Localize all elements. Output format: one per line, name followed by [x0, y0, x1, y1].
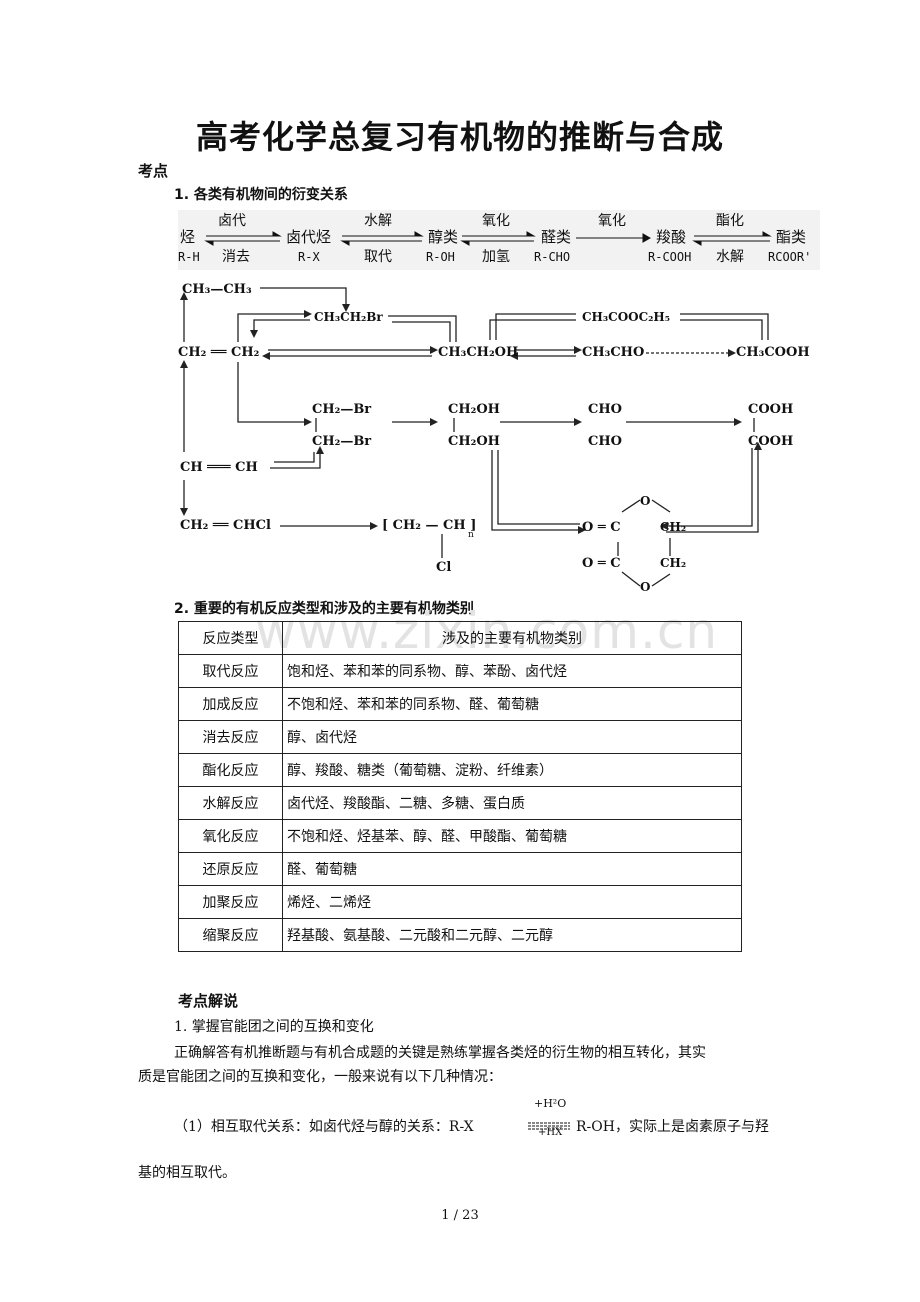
table-cell-type: 还原反应	[178, 852, 283, 886]
formula-glycol-bottom: CH₂OH	[448, 434, 500, 449]
chain-node-formula: R-X	[298, 250, 320, 264]
table-cell-type: 酯化反应	[178, 753, 283, 787]
ring-carbonyl-bottom: O ═ C	[582, 556, 621, 571]
table-row: 取代反应 饱和烃、苯和苯的同系物、醇、苯酚、卤代烃	[178, 654, 742, 688]
chain-link-bottom: 水解	[716, 249, 744, 265]
chain-node-name: 烃	[180, 228, 196, 246]
ring-oxygen-top: O	[640, 494, 651, 508]
formula-dibromo-top: CH₂—Br	[312, 402, 372, 417]
table-row: 加聚反应 烯烃、二烯烃	[178, 885, 742, 919]
chain-link-top: 水解	[364, 213, 392, 229]
table-cell-classes: 醇、卤代烃	[282, 720, 742, 754]
table-row: 水解反应 卤代烃、羧酸酯、二糖、多糖、蛋白质	[178, 786, 742, 820]
table-cell-type: 加成反应	[178, 687, 283, 721]
chain-link-bottom: 消去	[222, 249, 250, 265]
formula-acetic-acid: CH₃COOH	[736, 345, 810, 360]
equilibrium-reagent-above: +H²O	[534, 1097, 567, 1110]
table-cell-classes: 醛、葡萄糖	[282, 852, 742, 886]
item-1-heading: 1. 掌握官能团之间的互换和变化	[174, 1019, 374, 1035]
table-cell-type: 消去反应	[178, 720, 283, 754]
chain-node-formula: R-OH	[426, 250, 455, 264]
ring-ch2-top: CH₂	[660, 520, 687, 534]
formula-acetylene: CH ═══ CH	[180, 460, 258, 475]
table-cell-type: 取代反应	[178, 654, 283, 688]
table-cell-classes: 醇、羧酸、糖类（葡萄糖、淀粉、纤维素）	[282, 753, 742, 787]
formula-dibromo-bottom: CH₂—Br	[312, 434, 372, 449]
chain-link-top: 酯化	[716, 213, 744, 229]
table-cell-type: 缩聚反应	[178, 918, 283, 952]
formula-ethyl-acetate: CH₃COOC₂H₅	[582, 310, 671, 324]
table-cell-classes: 不饱和烃、烃基苯、醇、醛、甲酸酯、葡萄糖	[282, 819, 742, 853]
section-heading-jiedu: 考点解说	[178, 992, 239, 1010]
table-row: 消去反应 醇、卤代烃	[178, 720, 742, 754]
formula-vinyl-chloride: CH₂ ══ CHCl	[180, 518, 271, 533]
table-cell-classes: 烯烃、二烯烃	[282, 885, 742, 919]
equilibrium-arrow-icon	[528, 1116, 570, 1130]
reaction-arrows	[180, 287, 769, 587]
formula-glyoxal-top: CHO	[588, 402, 622, 417]
subheading-derivation: 1. 各类有机物间的衍变关系	[174, 187, 348, 203]
formula-oxalic-top: COOH	[748, 402, 794, 417]
table-cell-classes: 羟基酸、氨基酸、二元酸和二元醇、二元醇	[282, 918, 742, 952]
paragraph-line: 正确解答有机推断题与有机合成题的关键是熟练掌握各类烃的衍生物的相互转化，其实	[174, 1045, 706, 1061]
formula-glycol-top: CH₂OH	[448, 402, 500, 417]
chain-node-name: 羧酸	[656, 228, 687, 246]
ring-carbonyl-top: O ═ C	[582, 520, 621, 535]
formula-ethanol: CH₃CH₂OH	[438, 345, 519, 360]
section-heading-kaodian: 考点	[138, 162, 169, 180]
chain-node-formula: R-H	[178, 250, 200, 264]
chain-node-formula: RCOOR'	[768, 250, 812, 264]
formula-ethylene: CH₂ ══ CH₂	[178, 345, 260, 360]
chain-node-formula: R-CHO	[534, 250, 571, 264]
formula-bromoethane: CH₃CH₂Br	[314, 310, 383, 324]
table-row: 酯化反应 醇、羧酸、糖类（葡萄糖、淀粉、纤维素）	[178, 753, 742, 787]
table-header-row: 反应类型 涉及的主要有机物类别	[178, 621, 742, 655]
table-row: 还原反应 醛、葡萄糖	[178, 852, 742, 886]
paragraph-substitution-suffix: R-OH，实际上是卤素原子与羟	[576, 1119, 769, 1135]
table-cell-type: 加聚反应	[178, 885, 283, 919]
reaction-type-table: 反应类型 涉及的主要有机物类别 取代反应 饱和烃、苯和苯的同系物、醇、苯酚、卤代…	[178, 621, 742, 952]
subheading-reaction-types: 2. 重要的有机反应类型和涉及的主要有机物类别	[174, 601, 474, 617]
chain-node-name: 酯类	[776, 228, 807, 246]
table-cell-classes: 卤代烃、羧酸酯、二糖、多糖、蛋白质	[282, 786, 742, 820]
table-cell-classes: 饱和烃、苯和苯的同系物、醇、苯酚、卤代烃	[282, 654, 742, 688]
table-header-cell: 涉及的主要有机物类别	[282, 621, 742, 655]
chain-link-bottom: 取代	[364, 249, 392, 265]
table-cell-type: 氧化反应	[178, 819, 283, 853]
equilibrium-reagent-below: +HX	[538, 1127, 563, 1138]
table-row: 加成反应 不饱和烃、苯和苯的同系物、醛、葡萄糖	[178, 687, 742, 721]
ring-ch2-bottom: CH₂	[660, 556, 687, 570]
formula-pvc-cl: Cl	[436, 560, 452, 575]
chain-arrows	[204, 231, 772, 246]
page-title: 高考化学总复习有机物的推断与合成	[195, 118, 724, 156]
formula-pvc-n: n	[468, 530, 474, 540]
paragraph-line: 基的相互取代。	[138, 1165, 236, 1181]
formula-glyoxal-bottom: CHO	[588, 434, 622, 449]
chain-link-top: 氧化	[598, 213, 626, 229]
table-cell-classes: 不饱和烃、苯和苯的同系物、醛、葡萄糖	[282, 687, 742, 721]
chain-link-top: 卤代	[218, 213, 246, 229]
formula-oxalic-bottom: COOH	[748, 434, 794, 449]
chain-node-name: 卤代烃	[286, 228, 332, 246]
reaction-network: CH₃—CH₃ CH₃CH₂Br CH₃COOC₂H₅ CH₂ ══ CH₂ C…	[170, 272, 820, 598]
paragraph-line: 质是官能团之间的互换和变化，一般来说有以下几种情况：	[138, 1069, 502, 1085]
chain-link-top: 氧化	[482, 213, 510, 229]
formula-acetaldehyde: CH₃CHO	[582, 345, 645, 360]
page-number: 1 / 23	[441, 1208, 479, 1223]
formula-pvc: [ CH₂ — CH ]	[382, 518, 477, 533]
table-header-cell: 反应类型	[178, 621, 283, 655]
chain-link-bottom: 加氢	[482, 249, 510, 265]
table-row: 氧化反应 不饱和烃、烃基苯、醇、醛、甲酸酯、葡萄糖	[178, 819, 742, 853]
table-row: 缩聚反应 羟基酸、氨基酸、二元酸和二元醇、二元醇	[178, 918, 742, 952]
chain-node-formula: R-COOH	[648, 250, 692, 264]
formula-ethane: CH₃—CH₃	[182, 282, 252, 297]
derivation-chain: 烃 R-H 卤代 消去 卤代烃 R-X 水解 取代 醇类 R-OH 氧化 加氢 …	[178, 210, 820, 270]
chain-node-name: 醇类	[428, 228, 459, 246]
paragraph-substitution-prefix: （1）相互取代关系：如卤代烃与醇的关系：R-X	[174, 1119, 474, 1135]
ring-oxygen-bottom: O	[640, 580, 651, 594]
table-cell-type: 水解反应	[178, 786, 283, 820]
chain-node-name: 醛类	[541, 228, 572, 246]
